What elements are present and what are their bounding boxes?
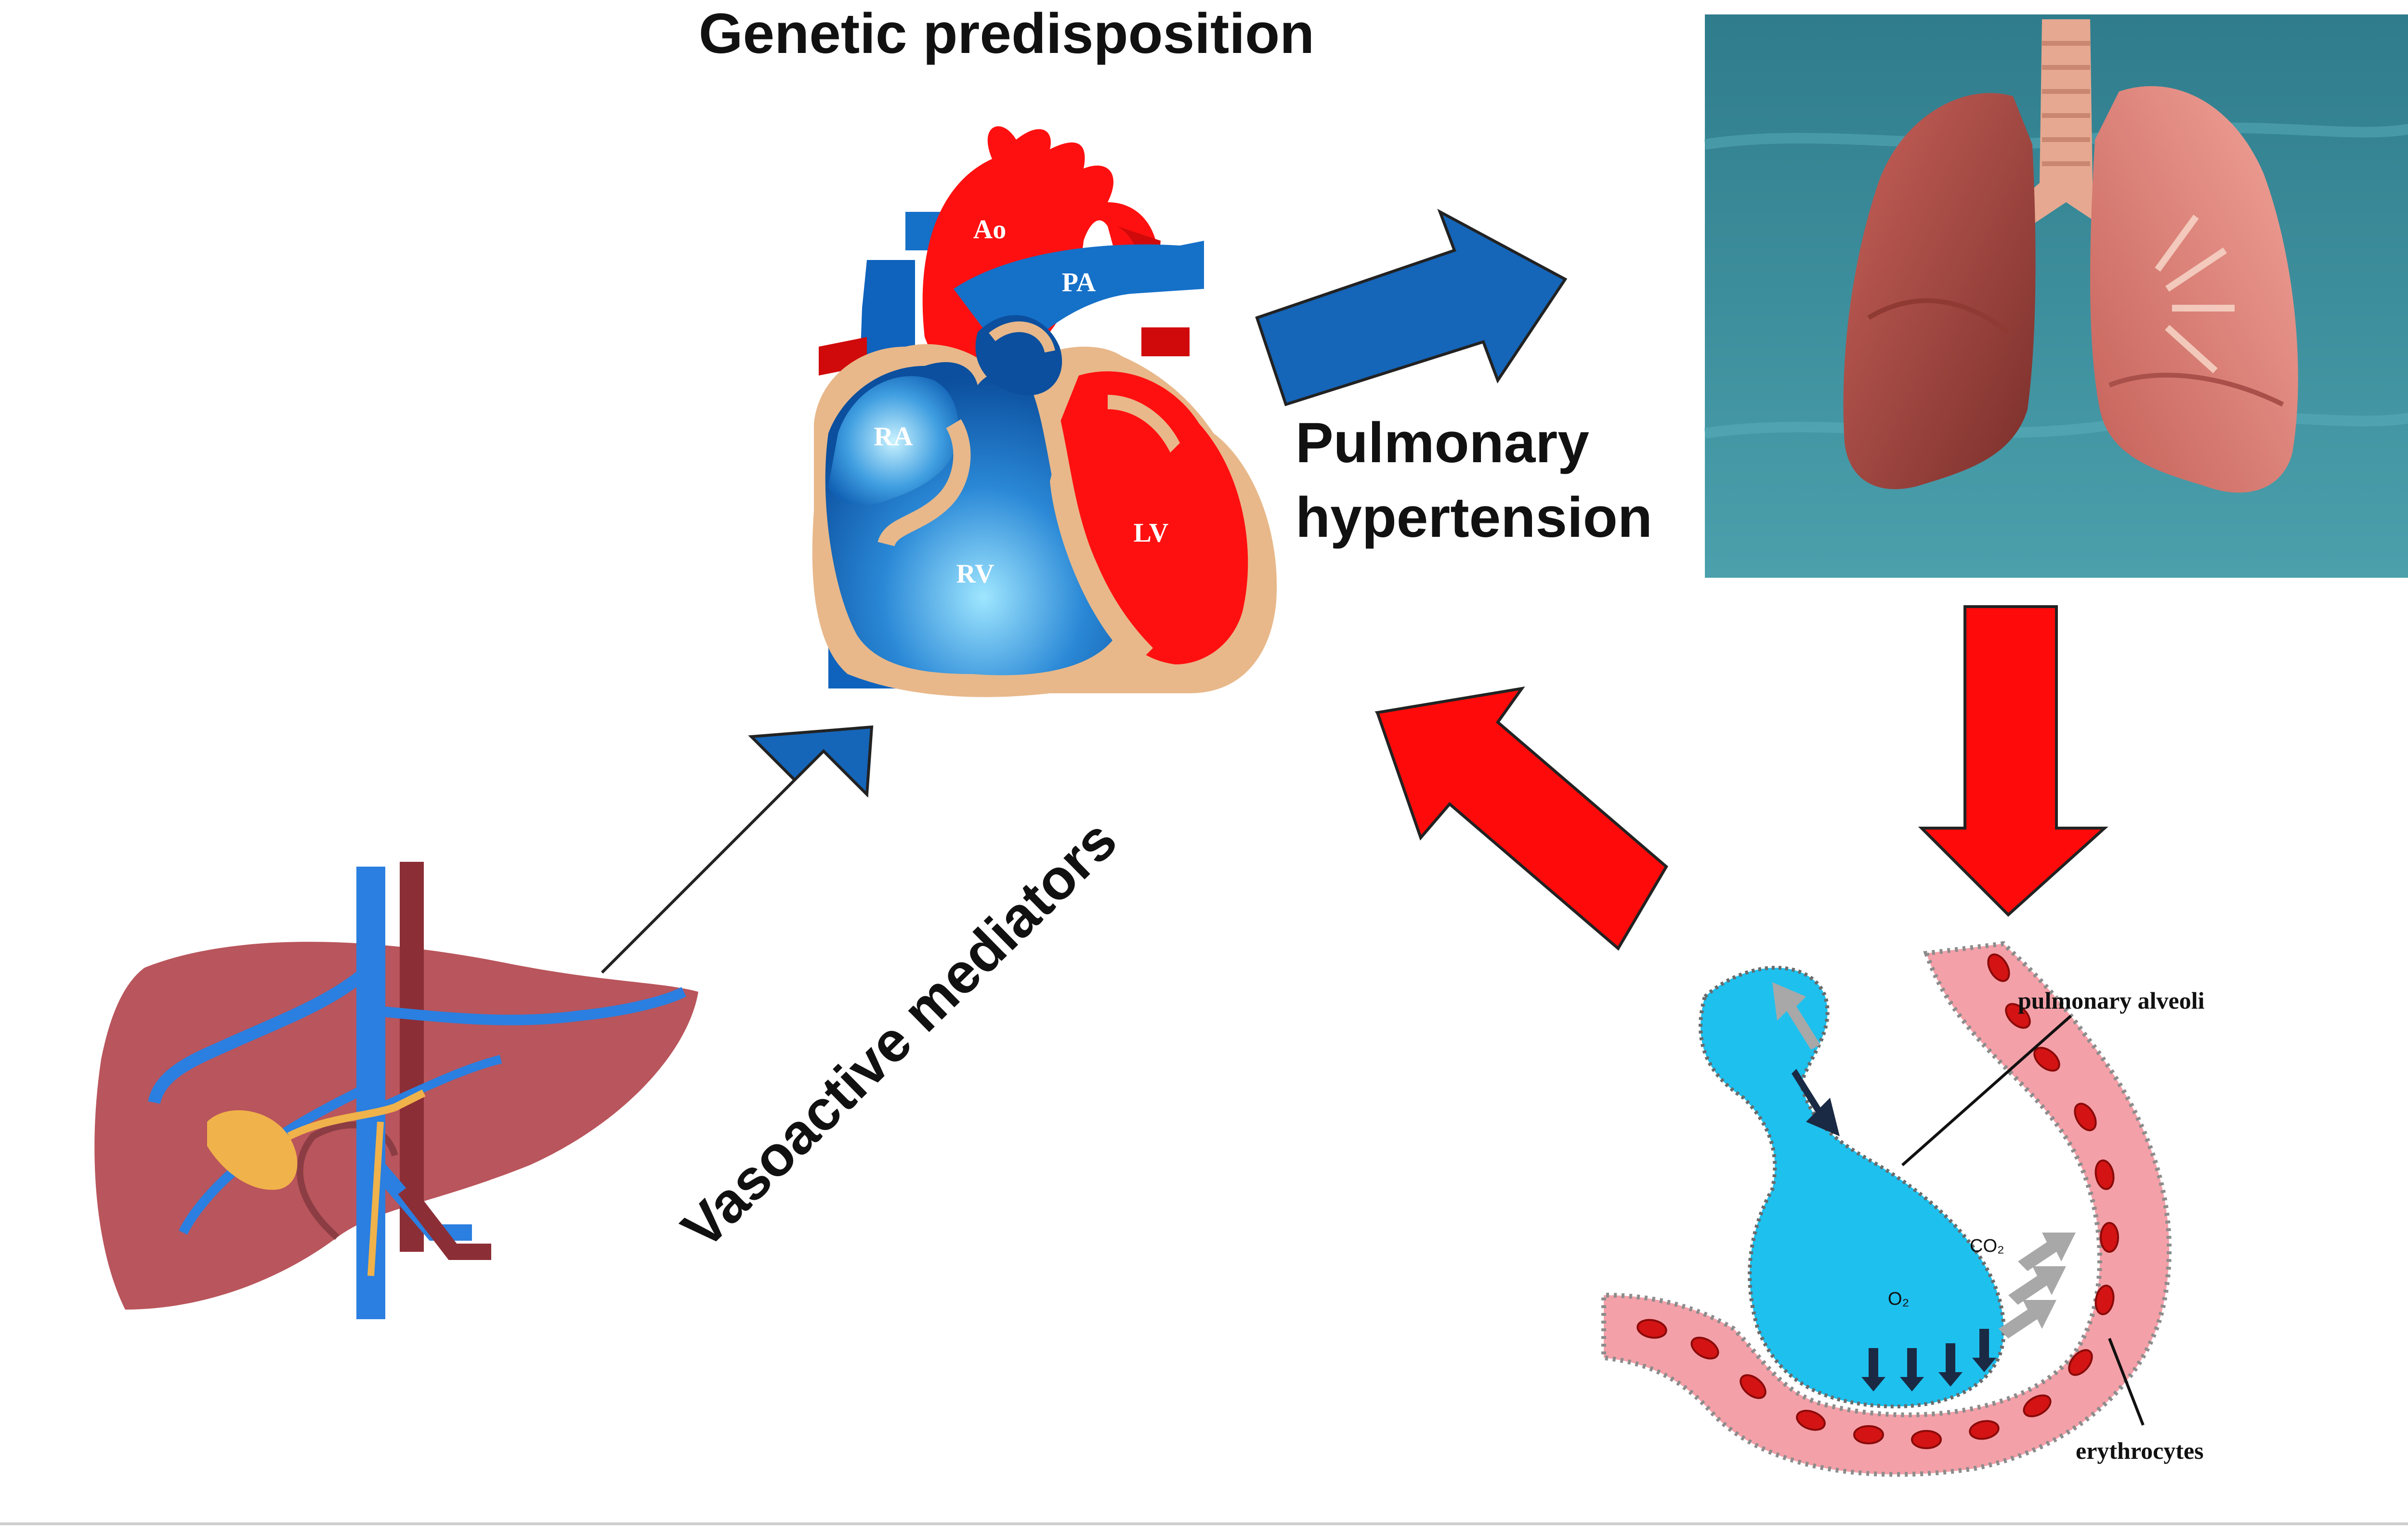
vasoactive-mediators-label: Vasoactive mediators xyxy=(670,808,1129,1260)
arrow-lungs-to-alveoli xyxy=(1918,605,2108,917)
heart-label-ao: Ao xyxy=(973,215,1006,245)
pulmonary-hypertension-label: Pulmonary hypertension xyxy=(1296,411,1652,549)
pulmonary-label-line2: hypertension xyxy=(1296,486,1652,549)
heart-label-rv: RV xyxy=(956,559,995,589)
pulmonary-label-line1: Pulmonary xyxy=(1296,411,1589,475)
heart-label-pa: PA xyxy=(1062,268,1096,298)
lungs-illustration xyxy=(1704,14,2408,578)
heart-label-lv: LV xyxy=(1134,518,1169,548)
o2-label: O₂ xyxy=(1888,1289,1909,1309)
co2-label: CO₂ xyxy=(1970,1236,2004,1256)
liver-illustration xyxy=(94,862,699,1319)
heart-illustration: Ao PA RA RV LV xyxy=(812,126,1277,697)
arrow-heart-to-lungs xyxy=(1255,208,1568,406)
pulmonary-alveoli-label: pulmonary alveoli xyxy=(2018,987,2205,1014)
arrow-liver-to-heart xyxy=(601,725,874,974)
heart-label-ra: RA xyxy=(874,422,913,452)
genetic-predisposition-label: Genetic predisposition xyxy=(699,2,1315,65)
arrow-alveoli-to-heart xyxy=(1375,686,1668,951)
erythrocytes-label: erythrocytes xyxy=(2076,1437,2204,1464)
alveoli-illustration: pulmonary alveoli erythrocytes CO₂ O₂ xyxy=(1601,941,2205,1477)
